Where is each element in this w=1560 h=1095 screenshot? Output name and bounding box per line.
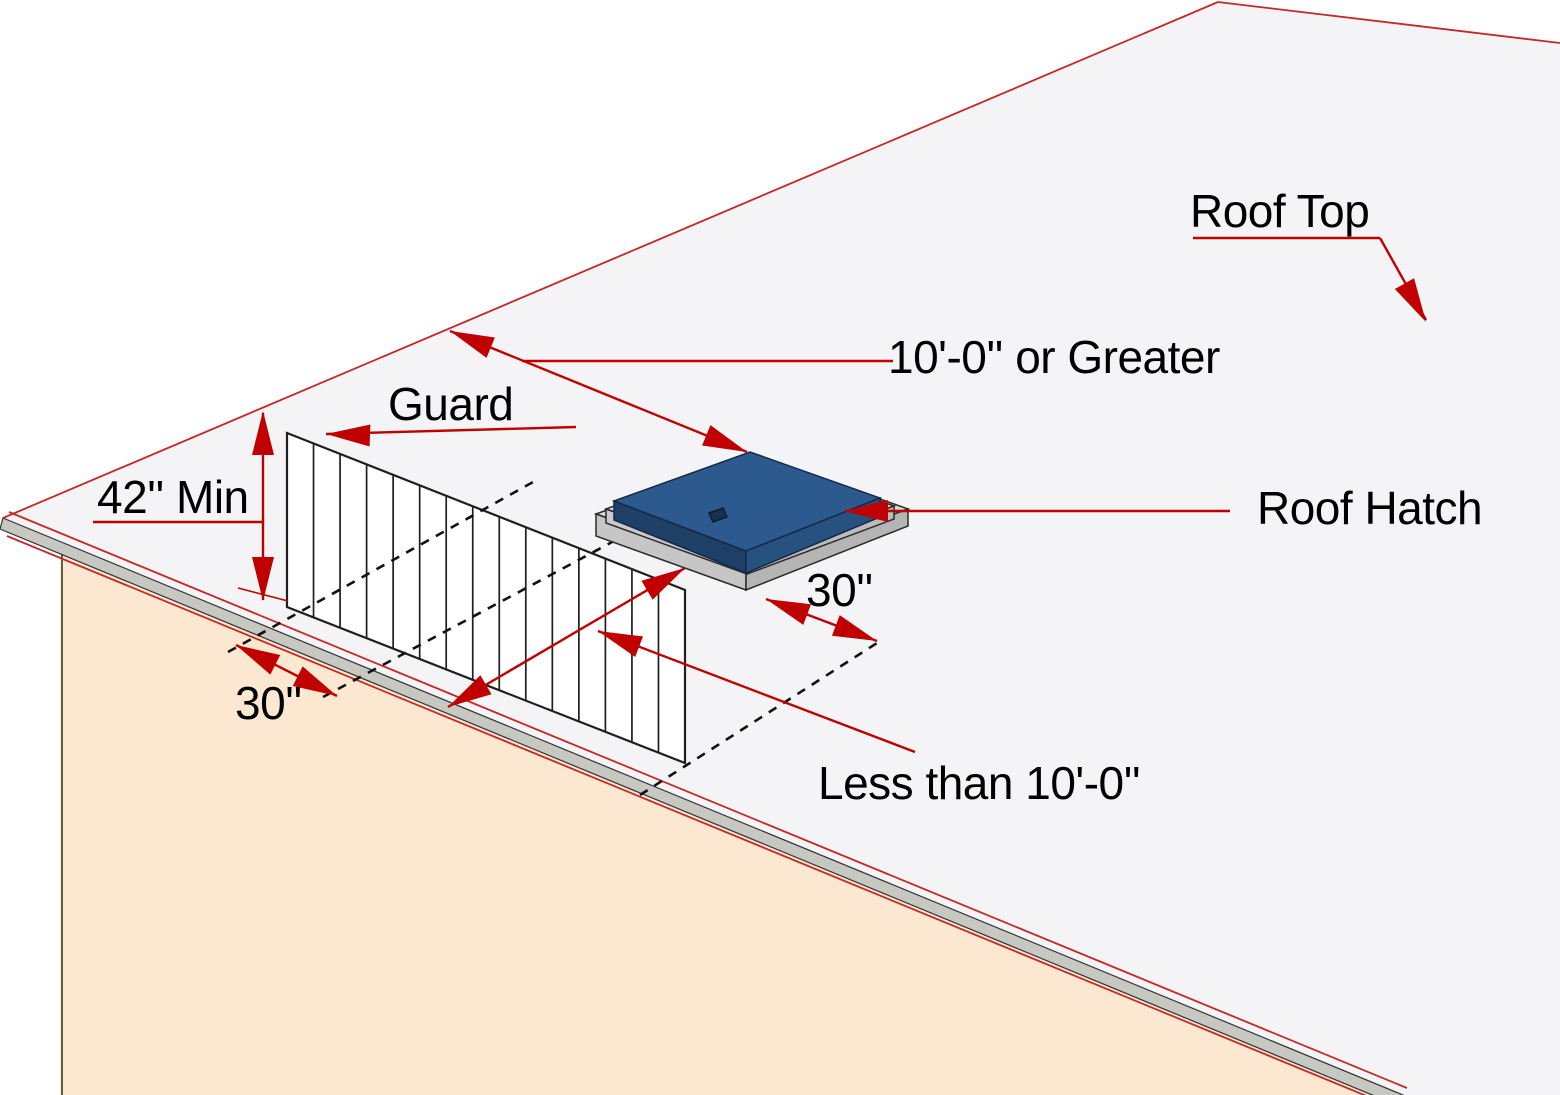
arrowhead bbox=[292, 666, 337, 696]
eave-red-line-lower bbox=[6, 535, 1367, 1095]
min-height-label: 42'' Min bbox=[97, 471, 249, 523]
arrowhead bbox=[831, 615, 877, 641]
dashed-projection-line bbox=[322, 539, 615, 699]
less-than-ten-label: Less than 10'-0'' bbox=[818, 757, 1140, 809]
guard-slats bbox=[312, 443, 660, 753]
arrowhead bbox=[326, 424, 371, 447]
arrowhead bbox=[448, 675, 492, 707]
clearance-right-label: 30'' bbox=[806, 564, 873, 616]
arrowhead bbox=[450, 331, 495, 358]
dimension-line bbox=[597, 629, 916, 754]
arrowhead bbox=[641, 568, 685, 600]
arrowhead bbox=[236, 645, 281, 675]
hatch-lid-top bbox=[611, 451, 883, 552]
roof-hatch-label: Roof Hatch bbox=[1257, 482, 1482, 534]
arrowhead bbox=[598, 631, 644, 657]
eave-red-line-upper bbox=[8, 511, 1408, 1089]
arrowhead bbox=[844, 500, 888, 522]
ten-or-greater-label: 10'-0'' or Greater bbox=[888, 331, 1220, 383]
clearance-left-label: 30'' bbox=[235, 677, 302, 729]
arrowhead bbox=[702, 425, 747, 452]
arrowhead bbox=[252, 411, 274, 455]
roof-top-label: Roof Top bbox=[1190, 185, 1369, 237]
roof-hatch bbox=[593, 451, 911, 592]
hatch-handle bbox=[707, 507, 729, 523]
projection-dashed-lines bbox=[227, 480, 878, 797]
arrowheads bbox=[236, 278, 1426, 707]
guard-label: Guard bbox=[388, 378, 513, 430]
arrowhead bbox=[766, 599, 812, 625]
arrowhead bbox=[1394, 278, 1426, 322]
dashed-projection-line bbox=[639, 641, 878, 797]
rake-edge bbox=[2, 1, 1219, 519]
arrowhead bbox=[252, 557, 274, 601]
ridge-edge bbox=[1217, 1, 1560, 44]
dimension-line bbox=[447, 566, 686, 709]
dimension-line bbox=[449, 329, 748, 454]
fascia-strip bbox=[0, 517, 1404, 1095]
guard-rail bbox=[285, 431, 687, 765]
dashed-projection-line bbox=[227, 480, 534, 654]
